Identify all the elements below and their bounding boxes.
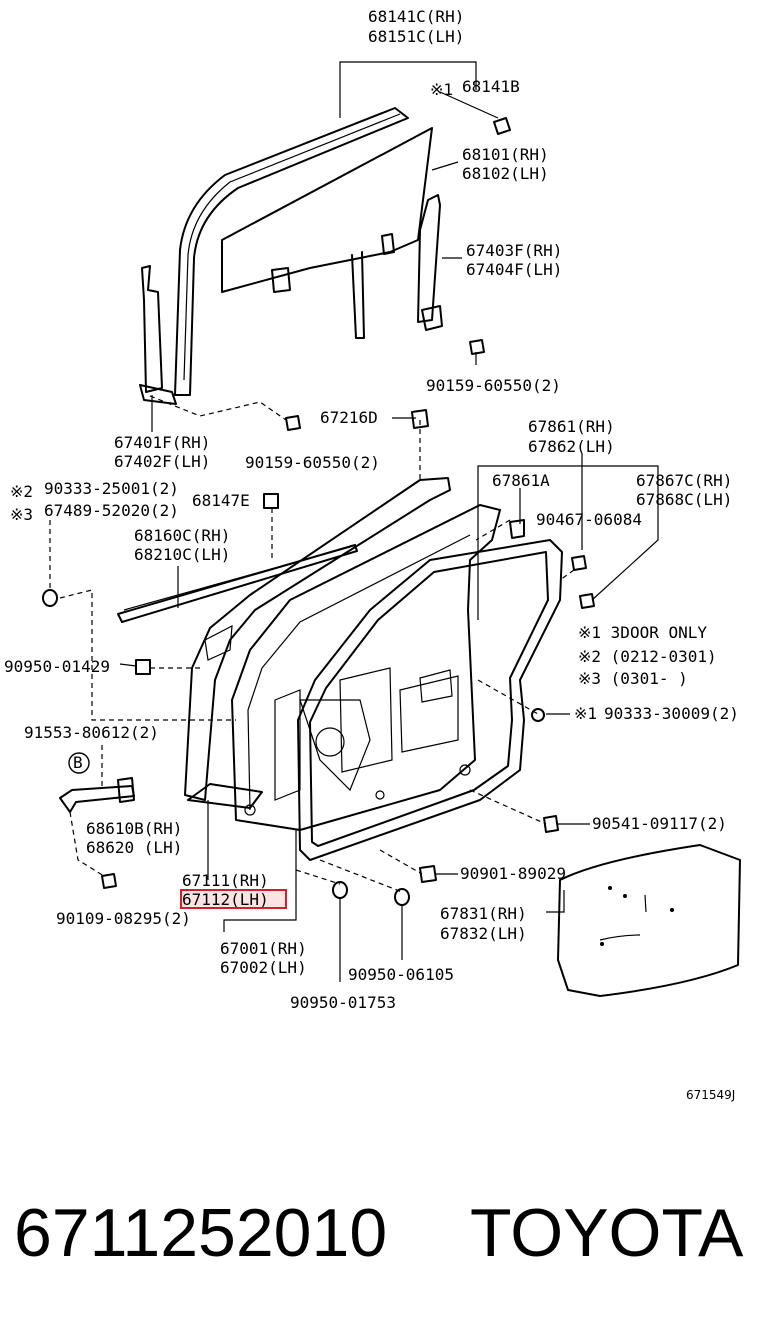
part-number: 6711252010 <box>14 1195 387 1271</box>
figure-reference: 671549J <box>686 1088 735 1102</box>
label-67867c: 67867C(RH) <box>636 471 732 490</box>
note-1-text: ※1 3DOOR ONLY <box>578 623 707 642</box>
label-67216d: 67216D <box>320 408 378 427</box>
note-2-text: ※2 (0212-0301) <box>578 647 717 666</box>
label-67862: 67862(LH) <box>528 437 615 456</box>
label-68101: 68101(RH) <box>462 145 549 164</box>
belt-moulding <box>117 544 358 623</box>
label-67002: 67002(LH) <box>220 958 307 977</box>
label-67868c: 67868C(LH) <box>636 490 732 509</box>
label-68141c: 68141C(RH) <box>368 7 464 26</box>
marker-b-circle <box>68 752 90 774</box>
label-90159-a: 90159-60550(2) <box>426 376 561 395</box>
rear-division-bar <box>417 194 443 331</box>
footer: 6711252010 TOYOTA <box>14 1195 744 1271</box>
label-68620: 68620 (LH) <box>86 838 182 857</box>
label-67832: 67832(LH) <box>440 924 527 943</box>
label-68102: 68102(LH) <box>462 164 549 183</box>
note-3-text: ※3 (0301- ) <box>578 669 688 688</box>
highlight-box <box>180 889 287 909</box>
marker-b: B <box>73 753 83 772</box>
label-90333-30009: 90333-30009(2) <box>604 704 739 723</box>
hardware <box>42 117 595 906</box>
label-90467: 90467-06084 <box>536 510 642 529</box>
label-68610b: 68610B(RH) <box>86 819 182 838</box>
label-90333-25001: 90333-25001(2) <box>44 479 179 498</box>
label-90950-01753: 90950-01753 <box>290 993 396 1012</box>
label-67402f: 67402F(LH) <box>114 452 210 471</box>
label-67001: 67001(RH) <box>220 939 307 958</box>
label-67403f: 67403F(RH) <box>466 241 562 260</box>
label-67401f: 67401F(RH) <box>114 433 210 452</box>
label-67404f: 67404F(LH) <box>466 260 562 279</box>
door-panel-outer <box>184 477 451 809</box>
label-67831: 67831(RH) <box>440 904 527 923</box>
label-90541: 90541-09117(2) <box>592 814 727 833</box>
label-67112-highlighted: 67112(LH) <box>182 890 269 909</box>
note-marker-1: ※1 <box>430 80 453 99</box>
part-labels: 68141C(RH) 68151C(LH) ※1 68141B 68101(RH… <box>4 7 739 1102</box>
front-division-bar <box>139 265 177 405</box>
label-68151c: 68151C(LH) <box>368 27 464 46</box>
door-weatherstrip <box>297 539 563 861</box>
label-68210c: 68210C(LH) <box>134 545 230 564</box>
label-67489: 67489-52020(2) <box>44 501 179 520</box>
note-marker-2: ※2 <box>10 482 33 501</box>
label-67111: 67111(RH) <box>182 871 269 890</box>
door-panel-inner <box>231 504 501 831</box>
label-90950-06105: 90950-06105 <box>348 965 454 984</box>
label-91553: 91553-80612(2) <box>24 723 159 742</box>
label-68141b: 68141B <box>462 77 520 96</box>
label-68160c: 68160C(RH) <box>134 526 230 545</box>
label-90950-01429: 90950-01429 <box>4 657 110 676</box>
label-90901: 90901-89029 <box>460 864 566 883</box>
window-run-channel <box>174 107 409 396</box>
label-90109: 90109-08295(2) <box>56 909 191 928</box>
label-67861: 67861(RH) <box>528 417 615 436</box>
label-68147e: 68147E <box>192 491 250 510</box>
label-90159-b: 90159-60550(2) <box>245 453 380 472</box>
brand-name: TOYOTA <box>470 1195 744 1271</box>
service-hole-cover <box>557 844 741 997</box>
label-67861a: 67861A <box>492 471 550 490</box>
door-check <box>59 777 135 813</box>
note-marker-1b: ※1 <box>574 704 597 723</box>
leader-lines <box>49 61 659 982</box>
note-marker-3: ※3 <box>10 505 33 524</box>
door-glass <box>221 127 433 339</box>
